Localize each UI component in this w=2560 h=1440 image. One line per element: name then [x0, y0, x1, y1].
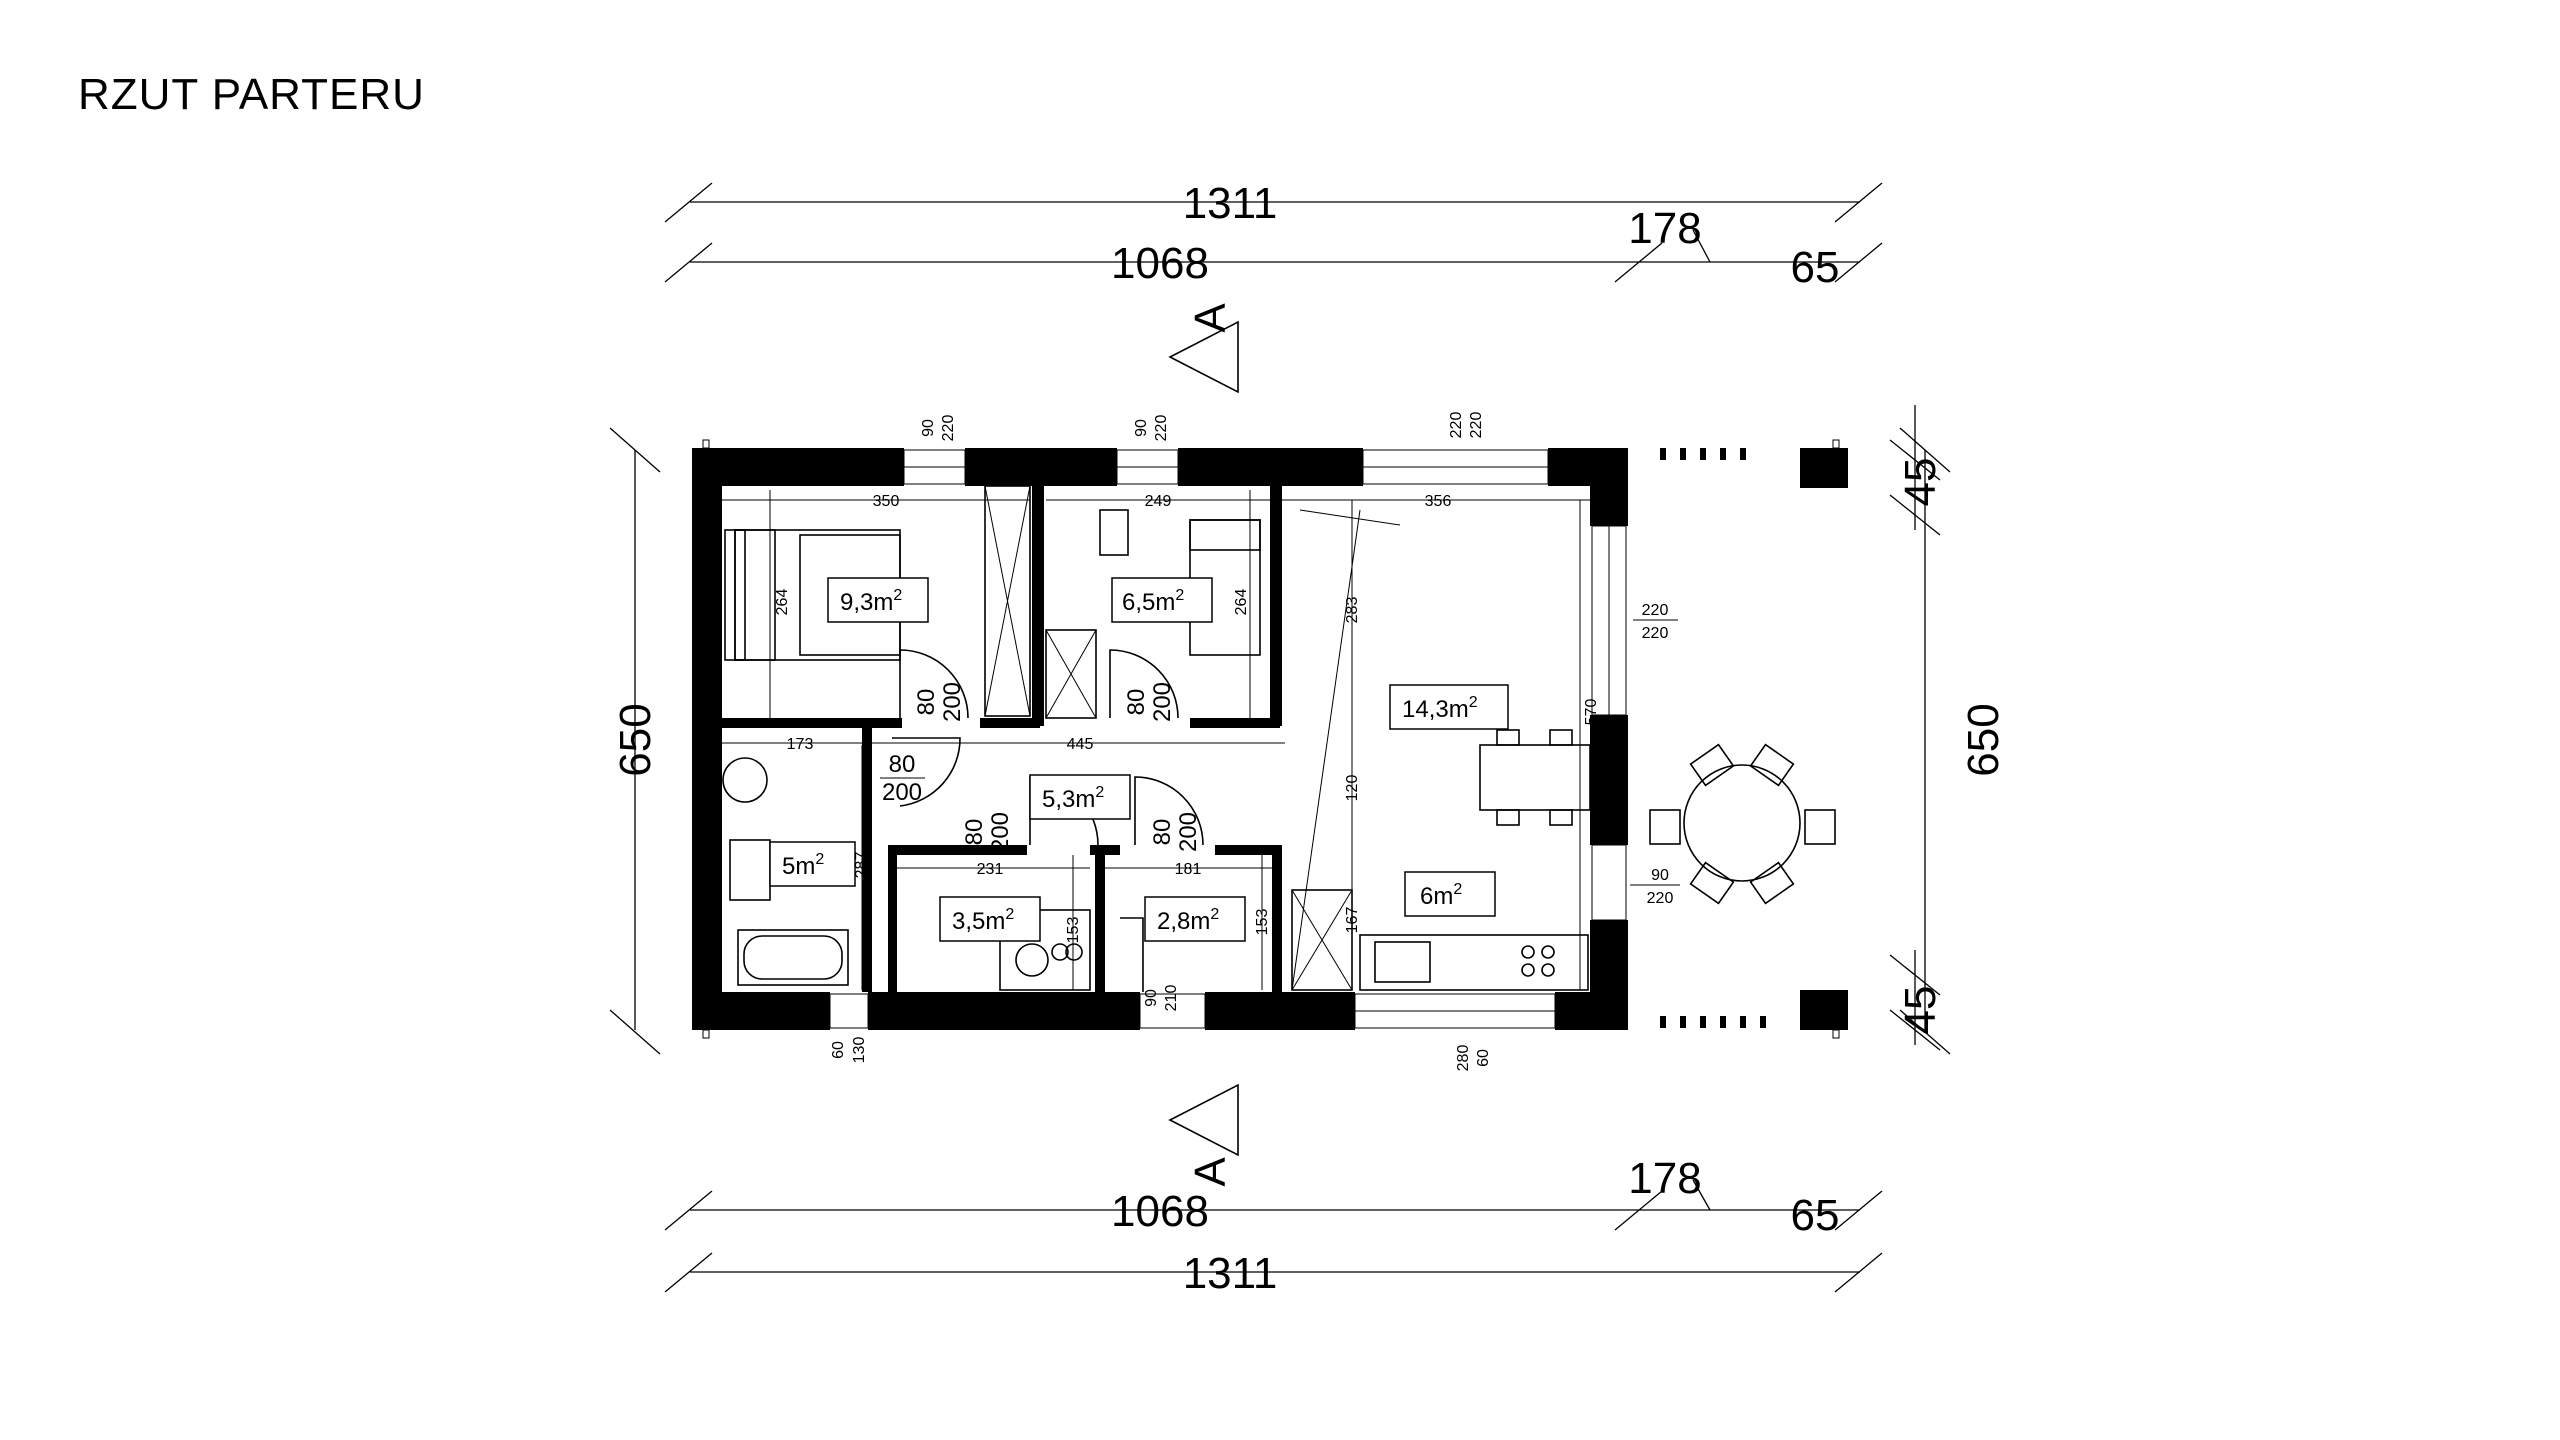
exterior-walls	[692, 448, 1848, 1030]
room-label-living: 14,3m2	[1389, 684, 1509, 730]
opening-labels: 90 220 90 220 220 220 220 220 90 220 60 …	[830, 412, 1680, 1072]
svg-text:167: 167	[1344, 907, 1361, 934]
svg-text:287: 287	[853, 852, 870, 879]
svg-text:264: 264	[774, 589, 791, 616]
svg-text:173: 173	[787, 736, 814, 753]
svg-text:200: 200	[882, 779, 922, 806]
page-title: RZUT PARTERU	[78, 70, 425, 119]
svg-text:200: 200	[1149, 682, 1176, 722]
dim-gap-bottom: 45	[1896, 986, 1945, 1035]
room-label-bedroom-1: 9,3m2	[827, 577, 929, 623]
top-dimensions: 1311 1068 178 65	[664, 179, 1883, 292]
svg-text:90: 90	[1143, 989, 1160, 1007]
svg-text:200: 200	[987, 812, 1014, 852]
room-label-bedroom-2: 6,5m2	[1111, 577, 1213, 623]
svg-text:200: 200	[1175, 812, 1202, 852]
dim-inner-top: 1068	[1111, 239, 1209, 288]
dim-width-left: 650	[611, 703, 660, 776]
svg-text:80: 80	[1149, 819, 1176, 846]
room-label-storage: 2,8m2	[1144, 896, 1246, 942]
dim-terrace-top: 178	[1628, 204, 1701, 253]
svg-text:80: 80	[889, 751, 916, 778]
dim-overhang-bottom: 65	[1791, 1191, 1840, 1240]
svg-text:220: 220	[1468, 412, 1485, 439]
svg-text:60: 60	[830, 1041, 847, 1059]
svg-text:9,3m2: 9,3m2	[840, 587, 902, 616]
inner-dimension-labels: 350 249 356 445 173 231 181 264 264 570 …	[774, 493, 1600, 943]
svg-text:210: 210	[1163, 985, 1180, 1012]
dim-overall-bottom: 1311	[1183, 1249, 1278, 1298]
svg-text:220: 220	[1642, 625, 1669, 642]
svg-text:153: 153	[1254, 909, 1271, 936]
room-label-bathroom: 5m2	[769, 841, 856, 887]
bottom-dimensions: 1068 178 65 1311	[664, 1154, 1883, 1298]
svg-text:181: 181	[1175, 861, 1202, 878]
svg-text:60: 60	[1475, 1049, 1492, 1067]
svg-text:80: 80	[1123, 689, 1150, 716]
svg-text:90: 90	[1133, 419, 1150, 437]
window-frames	[702, 439, 1840, 1039]
section-marker-bottom: A	[1168, 1083, 1239, 1187]
interior-walls	[722, 486, 1282, 995]
room-label-utility: 3,5m2	[939, 896, 1041, 942]
svg-text:220: 220	[1448, 412, 1465, 439]
room-label-kitchen: 6m2	[1404, 871, 1496, 917]
svg-text:6m2: 6m2	[1420, 881, 1462, 910]
svg-text:570: 570	[1583, 699, 1600, 726]
section-marker-top: A	[1168, 303, 1239, 394]
svg-text:220: 220	[940, 415, 957, 442]
inner-dimension-lines	[722, 490, 1590, 990]
svg-text:6,5m2: 6,5m2	[1122, 587, 1184, 616]
svg-text:231: 231	[977, 861, 1004, 878]
dim-overall-top: 1311	[1183, 179, 1278, 228]
doors	[892, 649, 1204, 992]
svg-text:A: A	[1186, 1157, 1235, 1187]
room-label-hall: 5,3m2	[1029, 774, 1131, 820]
svg-text:5,3m2: 5,3m2	[1042, 784, 1104, 813]
svg-text:280: 280	[1455, 1045, 1472, 1072]
svg-text:120: 120	[1344, 775, 1361, 802]
svg-text:200: 200	[939, 682, 966, 722]
dim-terrace-bottom: 178	[1628, 1154, 1701, 1203]
svg-text:153: 153	[1065, 917, 1082, 944]
svg-text:2,8m2: 2,8m2	[1157, 906, 1219, 935]
svg-text:220: 220	[1647, 890, 1674, 907]
svg-text:80: 80	[961, 819, 988, 846]
svg-text:283: 283	[1344, 597, 1361, 624]
svg-text:356: 356	[1425, 493, 1452, 510]
svg-text:14,3m2: 14,3m2	[1402, 694, 1478, 723]
dim-inner-bottom: 1068	[1111, 1187, 1209, 1236]
svg-text:90: 90	[920, 419, 937, 437]
svg-text:220: 220	[1642, 602, 1669, 619]
svg-text:350: 350	[873, 493, 900, 510]
svg-text:3,5m2: 3,5m2	[952, 906, 1014, 935]
svg-text:445: 445	[1067, 736, 1094, 753]
svg-text:A: A	[1186, 303, 1235, 333]
svg-text:90: 90	[1651, 867, 1669, 884]
side-dimensions: 650 650 45 45	[609, 405, 2008, 1055]
svg-text:220: 220	[1153, 415, 1170, 442]
dim-overhang-top: 65	[1791, 243, 1840, 292]
svg-text:249: 249	[1145, 493, 1172, 510]
svg-text:130: 130	[851, 1037, 868, 1064]
furniture	[722, 448, 1836, 1028]
dim-gap-top: 45	[1896, 458, 1945, 507]
dim-width-right: 650	[1959, 703, 2008, 776]
svg-text:80: 80	[913, 689, 940, 716]
svg-text:264: 264	[1233, 589, 1250, 616]
svg-text:5m2: 5m2	[782, 851, 824, 880]
